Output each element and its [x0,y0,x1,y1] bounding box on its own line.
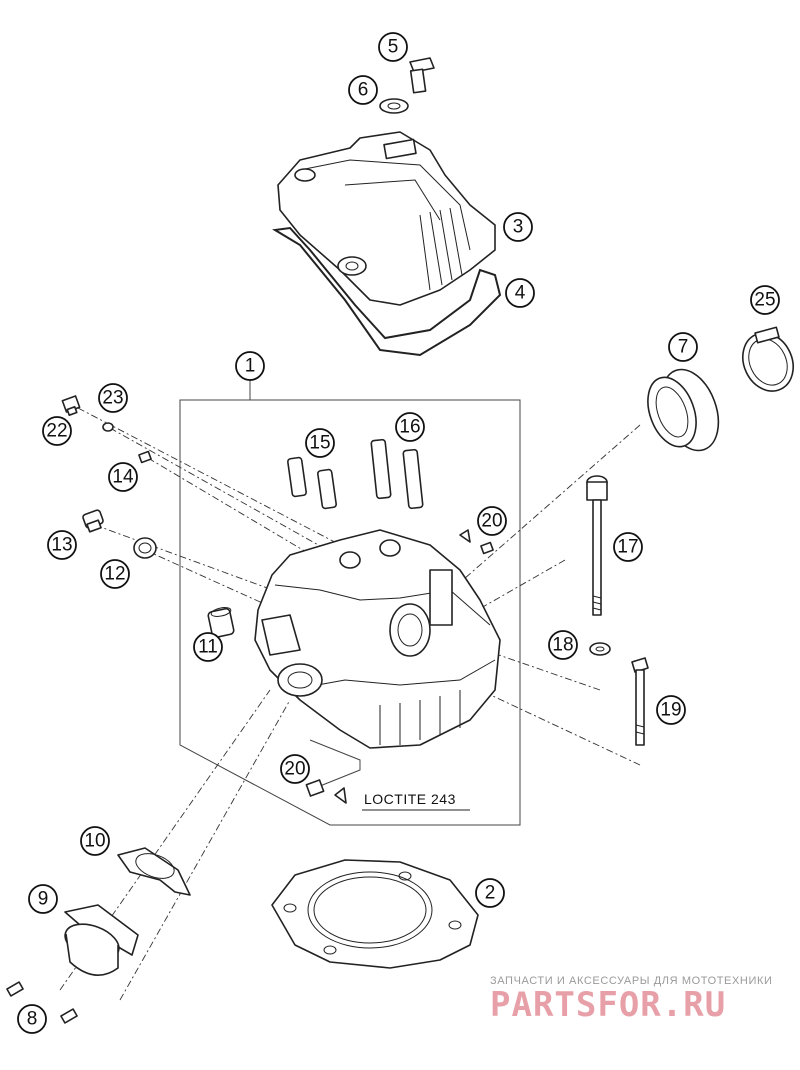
watermark: ЗАПЧАСТИ И АКСЕССУАРЫ ДЛЯ МОТОТЕХНИКИ PA… [490,975,772,1025]
callout-22: 22 [42,416,72,446]
callout-18: 18 [548,630,578,660]
svg-text:18: 18 [552,635,573,656]
valve-guide-part-16 [370,438,424,510]
flange-gasket-part-10 [117,847,191,896]
svg-text:19: 19 [660,700,681,721]
callout-16: 16 [395,412,425,442]
watermark-logo: PARTSFOR.RU [490,985,726,1025]
callout-8: 8 [17,1004,47,1034]
svg-text:12: 12 [104,564,125,585]
loctite-annotation: LOCTITE 243 [362,791,470,811]
plug-part-14 [138,450,152,464]
svg-text:1: 1 [245,356,256,377]
svg-text:9: 9 [38,889,49,910]
callout-14: 14 [108,462,138,492]
sleeve-part-11 [207,607,235,639]
callout-7: 7 [668,332,698,362]
callout-5: 5 [378,32,408,62]
callout-13: 13 [47,530,77,560]
callout-4: 4 [505,278,535,308]
cylinder-head-part-1 [254,529,501,749]
svg-text:6: 6 [358,80,369,101]
svg-text:14: 14 [112,467,134,488]
svg-text:20: 20 [481,511,502,532]
washer-part-6 [379,98,409,114]
svg-text:23: 23 [102,388,123,409]
screw-part-20-upper [459,529,494,555]
svg-text:22: 22 [46,421,67,442]
intake-boot-part-7 [647,368,720,452]
svg-text:3: 3 [513,217,524,238]
callout-20-upper: 20 [477,506,507,536]
hose-clamp-part-25 [742,326,794,392]
screw-part-20-lower [305,779,347,804]
plug-part-22 [61,395,81,416]
watermark-caption: ЗАПЧАСТИ И АКСЕССУАРЫ ДЛЯ МОТОТЕХНИКИ [490,975,772,987]
valve-cover-part-3 [277,131,496,306]
svg-text:8: 8 [27,1009,38,1030]
callout-20-lower: 20 [280,754,310,784]
callout-19: 19 [656,695,686,725]
washer-part-23 [102,422,114,432]
svg-text:2: 2 [485,883,496,904]
callout-10: 10 [80,826,110,856]
valve-guide-part-15 [287,456,337,510]
callout-1: 1 [235,351,265,381]
callout-15: 15 [305,428,335,458]
callout-23: 23 [98,383,128,413]
svg-text:15: 15 [309,433,330,454]
callout-3: 3 [503,212,533,242]
callout-11: 11 [193,632,223,662]
bolt-part-19 [631,657,649,746]
bolt-part-5 [409,57,435,94]
loctite-note: LOCTITE 243 [364,791,456,807]
callout-12: 12 [100,559,130,589]
svg-text:7: 7 [678,337,689,358]
svg-text:11: 11 [198,637,218,658]
long-bolt-part-17 [586,475,608,616]
o-ring-part-12 [133,537,157,559]
callout-6: 6 [348,75,378,105]
callout-2: 2 [475,878,505,908]
callout-25: 25 [750,285,780,315]
callout-17: 17 [613,532,643,562]
washer-part-18 [589,642,611,656]
svg-text:25: 25 [754,290,775,311]
svg-text:10: 10 [84,831,105,852]
svg-text:16: 16 [399,417,420,438]
assembly-frame [179,380,521,826]
svg-text:20: 20 [284,759,305,780]
svg-text:17: 17 [617,537,638,558]
head-gasket-part-2 [271,859,479,969]
gasket-part-4 [272,226,502,357]
svg-text:13: 13 [51,535,72,556]
plug-part-13 [82,509,104,533]
callout-9: 9 [28,884,58,914]
screws-part-8 [6,981,78,1024]
svg-text:4: 4 [515,283,526,304]
svg-text:5: 5 [388,37,399,58]
intake-flange-part-9 [64,904,139,976]
